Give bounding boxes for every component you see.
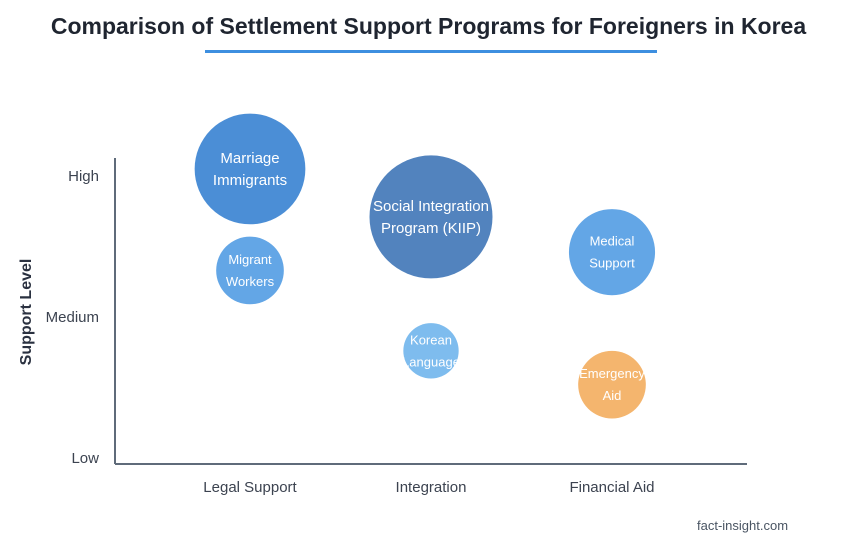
- bubble-circle: [369, 155, 493, 279]
- x-tick-label: Legal Support: [203, 479, 297, 496]
- bubble-circle: [578, 350, 646, 419]
- bubble-label: Language: [402, 354, 460, 369]
- bubble-label: Medical: [590, 234, 635, 249]
- bubble-label: Immigrants: [213, 172, 287, 189]
- y-axis-title: Support Level: [18, 259, 35, 366]
- bubble-circle: [403, 323, 459, 379]
- chart-title: Comparison of Settlement Support Program…: [50, 13, 807, 39]
- x-tick-label: Financial Aid: [569, 479, 654, 496]
- bubble-circle: [194, 113, 306, 225]
- y-tick-label: Medium: [46, 309, 99, 326]
- y-tick-label: High: [68, 168, 99, 185]
- bubble-label: Korean: [410, 332, 452, 347]
- y-tick-label: Low: [71, 450, 99, 467]
- x-tick-label: Integration: [396, 479, 467, 496]
- title-underline: [205, 50, 657, 53]
- bubble-circle: [216, 236, 284, 305]
- bubble-label: Migrant: [228, 252, 272, 267]
- bubble-label: Emergency: [579, 366, 645, 381]
- bubble-label: Program (KIIP): [381, 220, 481, 237]
- bubble-label: Support: [589, 256, 635, 271]
- bubble-label: Social Integration: [373, 198, 489, 215]
- bubble-label: Aid: [603, 388, 622, 403]
- bubble-label: Marriage: [220, 150, 279, 167]
- bubble-circle: [568, 209, 656, 296]
- bubble-label: Workers: [226, 274, 275, 289]
- watermark: fact-insight.com: [697, 518, 789, 533]
